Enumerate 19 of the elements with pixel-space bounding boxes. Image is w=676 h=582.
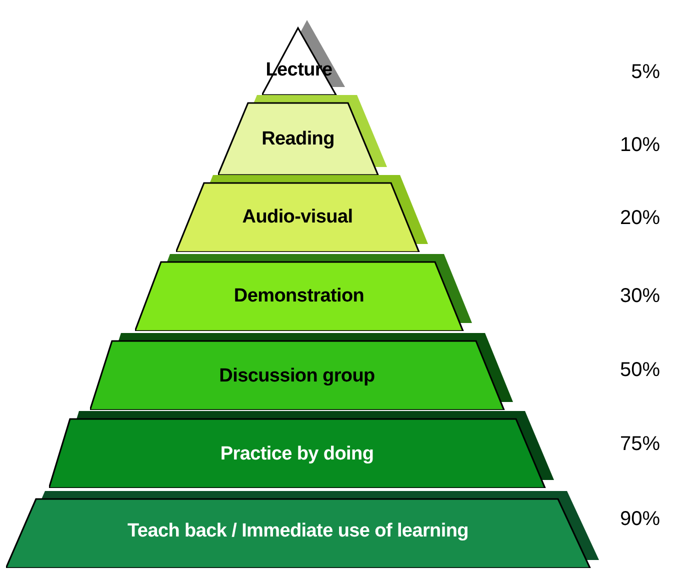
pyramid-tier [90, 333, 513, 410]
percentage-label: 20% [620, 208, 660, 228]
percentage-label: 10% [620, 135, 660, 155]
pyramid-tier [49, 411, 554, 488]
pyramid-tier [6, 491, 599, 568]
percentage-label: 50% [620, 360, 660, 380]
tier-label: Demonstration [234, 286, 364, 306]
pyramid-tier [218, 95, 387, 175]
pyramid-tier [176, 175, 428, 252]
tier-label: Audio-visual [242, 208, 353, 226]
percentage-label: 30% [620, 286, 660, 306]
tier-label: Reading [262, 130, 334, 148]
tier-label: Practice by doing [220, 444, 374, 464]
percentage-label: 90% [620, 509, 660, 529]
percentage-label: 5% [631, 62, 660, 82]
pyramid-tier [135, 254, 472, 331]
tier-label: Discussion group [219, 366, 375, 386]
percentage-label: 75% [620, 434, 660, 454]
tier-label: Teach back / Immediate use of learning [128, 522, 468, 540]
